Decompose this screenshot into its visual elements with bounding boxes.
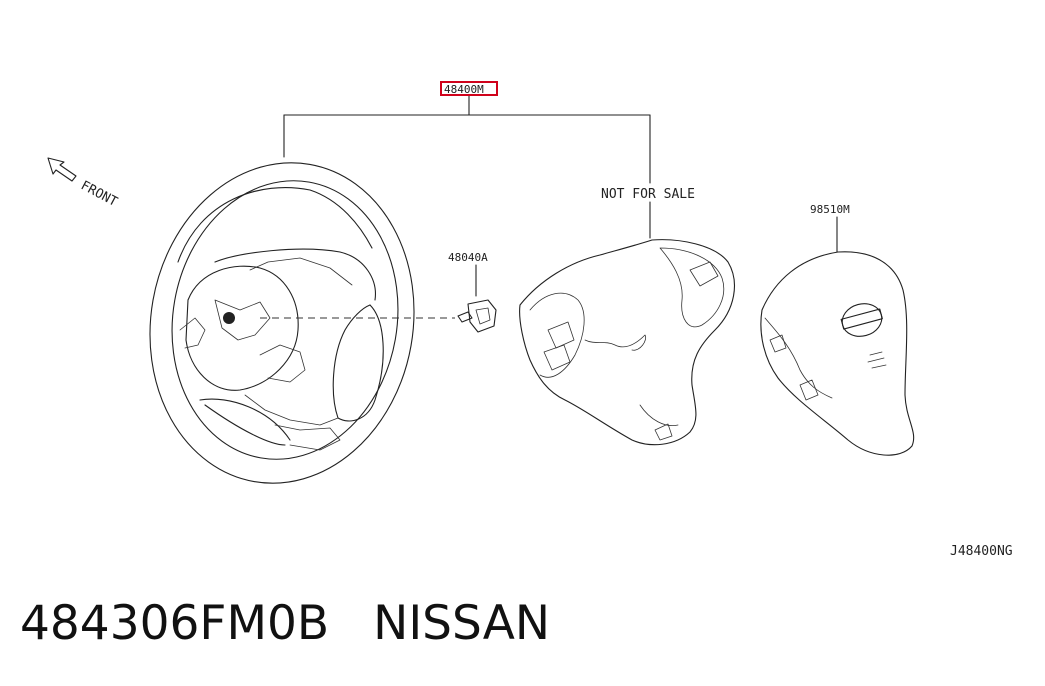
brand-name: NISSAN: [373, 596, 551, 651]
not-for-sale-label: NOT FOR SALE: [601, 187, 695, 202]
steering-wheel-drawing: [149, 162, 455, 484]
airbag-module-drawing: [760, 216, 915, 456]
assembly-code-label[interactable]: 48400M: [440, 81, 498, 96]
part-number: 484306FM0B: [20, 596, 330, 651]
steering-switch-cover-drawing: [519, 239, 735, 446]
front-arrow-icon: [47, 157, 77, 182]
part-caption: 484306FM0B NISSAN: [20, 596, 550, 651]
svg-text:48400M: 48400M: [444, 83, 484, 96]
airbag-code-label[interactable]: 98510M: [810, 203, 850, 216]
bolt-code-label[interactable]: 48040A: [448, 251, 488, 264]
bolt-48040a-drawing: [457, 264, 497, 333]
drawing-reference-label: J48400NG: [950, 544, 1013, 559]
front-label: FRONT: [78, 178, 120, 210]
assembly-leader-lines: [283, 94, 651, 239]
